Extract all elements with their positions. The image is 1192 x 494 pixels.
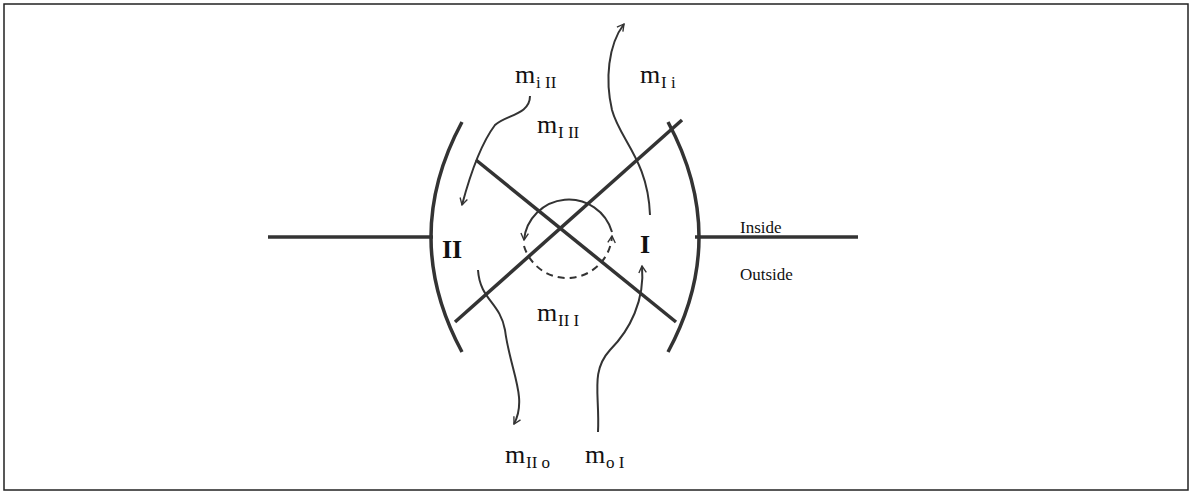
flow-symbol: m — [505, 442, 525, 468]
flow-arrow — [478, 270, 519, 424]
boundary-line — [268, 235, 433, 239]
frame — [4, 4, 1188, 490]
region-label: II — [442, 237, 462, 263]
flow-arrow — [462, 96, 530, 205]
circular-arrow — [524, 236, 612, 278]
cross-line — [455, 120, 682, 322]
flow-subscript: i II — [536, 74, 556, 91]
side-label: Inside — [740, 219, 782, 236]
flow-subscript: o I — [606, 454, 624, 471]
flow-subscript: I II — [558, 124, 579, 141]
region-label: I — [640, 232, 650, 258]
flow-symbol: m — [537, 300, 557, 326]
flow-arrow — [597, 266, 642, 432]
flow-arrow — [608, 24, 650, 215]
flow-subscript: II I — [558, 312, 579, 329]
flow-subscript: I i — [661, 74, 676, 91]
circular-arrow — [524, 200, 612, 240]
flow-subscript: II o — [526, 454, 550, 471]
left-bracket — [431, 122, 462, 352]
flow-symbol: m — [537, 112, 557, 138]
side-label: Outside — [740, 266, 793, 283]
flow-symbol: m — [640, 62, 660, 88]
flow-symbol: m — [515, 62, 535, 88]
flow-symbol: m — [585, 442, 605, 468]
